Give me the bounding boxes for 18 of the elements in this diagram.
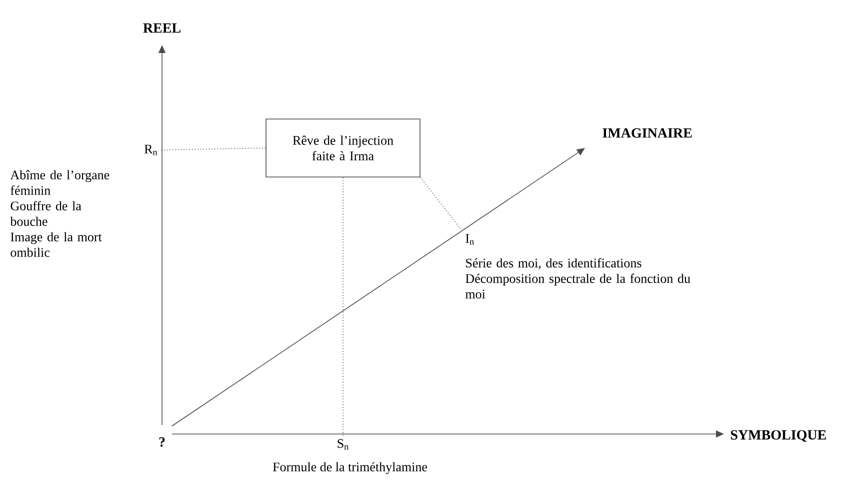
axis-point-label: R$_{n}$ xyxy=(144,144,158,156)
axis-title: IMAGINAIRE xyxy=(602,128,692,138)
axis-note: Image de la mort xyxy=(10,232,102,244)
leader-line xyxy=(420,176,464,232)
axis-note: Série des moi, des identifications xyxy=(466,258,642,270)
dream-box: Rêve de l’injection faite à Irma xyxy=(266,118,420,178)
axis-point-label: I$_{n}$ xyxy=(466,234,474,244)
axis-title: ? xyxy=(159,437,165,447)
axis-note: ombilic xyxy=(10,248,50,257)
leader-line xyxy=(342,176,344,438)
leader-line xyxy=(160,148,266,150)
axis-note: Gouffre de la bouche xyxy=(10,201,82,226)
axis-note: Décomposition spectrale de la fonction du moi xyxy=(465,274,690,298)
axis-title: REEL xyxy=(143,23,180,33)
axis-note: Abîme de l’organe féminin xyxy=(10,170,110,195)
axis-title: SYMBOLIQUE xyxy=(730,430,826,442)
axis-note: Formule de la triméthylamine xyxy=(272,462,428,474)
axis-point-label: S$_{n}$ xyxy=(338,439,348,450)
